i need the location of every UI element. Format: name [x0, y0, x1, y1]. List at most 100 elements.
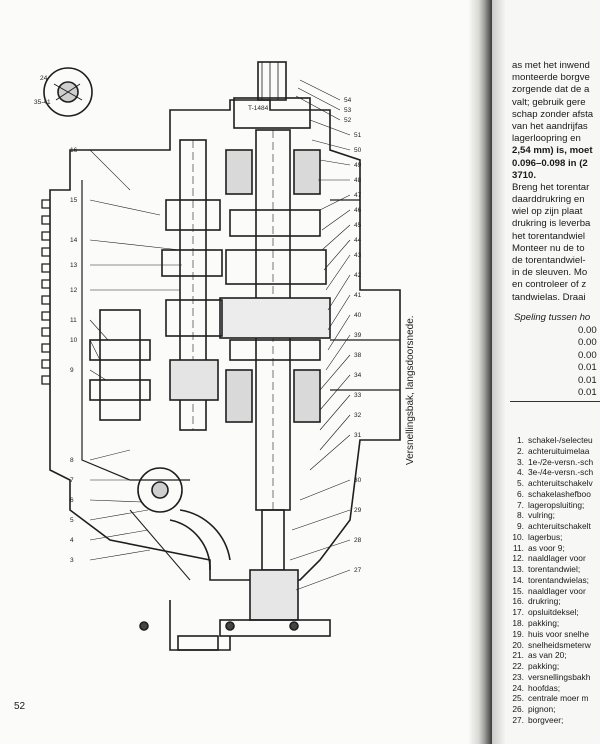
legend-item: 27.borgveer;	[510, 715, 600, 726]
body-text: as met het inwend monteerde borgve zorge…	[512, 60, 600, 304]
svg-text:31: 31	[354, 432, 362, 439]
legend-number: 3.	[517, 456, 524, 467]
clearance-value: 0.00	[578, 337, 597, 349]
svg-text:53: 53	[344, 107, 352, 114]
legend-number: 2.	[517, 445, 524, 456]
clearance-value: 0.00	[578, 349, 597, 361]
svg-text:41: 41	[354, 292, 362, 299]
page-shadow	[492, 0, 506, 744]
clearance-value: 0.01	[578, 387, 597, 399]
legend-item: 11. as voor 9;	[510, 543, 600, 554]
text-line: wiel op zijn plaat	[512, 206, 583, 218]
svg-text:40: 40	[354, 312, 362, 319]
svg-text:29: 29	[354, 507, 362, 514]
right-page: as met het inwend monteerde borgve zorge…	[492, 0, 600, 744]
legend-item: 18.pakking;	[510, 618, 600, 629]
text-line: drukring is leverba	[512, 218, 591, 230]
text-line: 3710.	[512, 169, 537, 181]
text-line: van het aandrijfas	[512, 120, 588, 132]
text-line: zorgende dat de a	[512, 84, 590, 96]
legend-item: 4.3e-/4e-versn.-sch	[510, 467, 600, 478]
text-line: 0.096–0.098 in (2	[512, 157, 588, 169]
clearance-values: 0.00 0.00 0.00 0.01 0.01 0.01	[578, 325, 597, 399]
legend-number: 25.	[512, 693, 524, 704]
svg-text:45: 45	[354, 222, 362, 229]
legend-text: torentandwielas;	[528, 574, 589, 585]
legend-text: schakelashefboo	[528, 488, 591, 499]
svg-text:30: 30	[354, 477, 362, 484]
text-line: de torentandwiel-	[512, 255, 586, 266]
svg-text:38: 38	[354, 352, 362, 359]
clearance-value: 0.01	[578, 374, 597, 386]
legend-item: 15.naaldlager voor	[510, 586, 600, 597]
legend-text: opsluitdeksel;	[528, 607, 579, 618]
legend-item: 26. pignon;	[510, 704, 600, 715]
svg-text:35-41: 35-41	[34, 99, 51, 106]
legend-item: 16.drukring;	[510, 596, 600, 607]
legend-text: naaldlager voor	[528, 553, 586, 564]
legend-number: 11.	[512, 542, 524, 553]
clearance-title: Speling tussen ho	[514, 312, 591, 323]
legend-text: pignon;	[528, 704, 556, 715]
svg-text:10: 10	[70, 337, 78, 344]
legend-number: 1.	[517, 435, 524, 445]
legend-number: 8.	[517, 510, 524, 521]
legend-item: 24.hoofdas;	[510, 683, 600, 694]
legend-number: 10.	[512, 531, 524, 542]
svg-text:43: 43	[354, 252, 362, 259]
legend-item: 20.snelheidsmeterw	[510, 640, 600, 651]
legend-text: snelheidsmeterw	[528, 639, 591, 650]
legend-item: 17. opsluitdeksel;	[510, 607, 600, 618]
svg-text:48: 48	[354, 177, 362, 184]
legend-number: 9.	[517, 521, 524, 532]
svg-text:3: 3	[70, 557, 74, 564]
legend-number: 22.	[512, 661, 524, 672]
legend-item: 5.achteruitschakelv	[510, 478, 600, 489]
legend-text: lagerbus;	[528, 531, 563, 542]
svg-text:15: 15	[70, 197, 78, 204]
legend-item: 23.versnellingsbakh	[510, 672, 600, 683]
svg-text:27: 27	[354, 567, 362, 574]
svg-text:9: 9	[70, 367, 74, 374]
text-line: in de sleuven. Mo	[512, 267, 588, 279]
legend-number: 18.	[512, 618, 524, 629]
legend-number: 21.	[512, 650, 524, 661]
parts-legend: 1.schakel-/selecteu 2.achteruituimelaa 3…	[510, 435, 600, 726]
svg-text:24: 24	[40, 75, 48, 82]
legend-text: as voor 9;	[528, 542, 565, 553]
legend-item: 21.as van 20;	[510, 650, 600, 661]
svg-text:5: 5	[70, 517, 74, 524]
legend-text: versnellingsbakh	[528, 671, 591, 682]
legend-number: 6.	[517, 488, 524, 499]
legend-number: 15.	[512, 585, 524, 596]
text-line: Breng het torentar	[512, 181, 590, 193]
svg-text:4: 4	[70, 537, 74, 544]
section-divider	[510, 401, 600, 402]
svg-text:12: 12	[70, 287, 78, 294]
svg-text:8: 8	[70, 457, 74, 464]
svg-text:42: 42	[354, 272, 362, 279]
legend-number: 26.	[512, 704, 524, 715]
legend-item: 13.torentandwiel;	[510, 564, 600, 575]
text-line: het torentandwiel	[512, 230, 586, 242]
legend-text: achteruituimelaa	[528, 445, 590, 456]
svg-text:T-1484: T-1484	[248, 105, 269, 112]
svg-text:33: 33	[354, 392, 362, 399]
book-gutter	[468, 0, 492, 744]
page-number: 52	[14, 701, 26, 712]
callout-labels: 54 53 52 51 50 49 48 47 46 45 44 43 42 4…	[34, 75, 362, 574]
text-line: 2,54 mm) is, moet	[512, 145, 593, 157]
legend-text: drukring;	[528, 596, 561, 607]
legend-item: 7. lageropsluiting;	[510, 500, 600, 511]
figure-caption: Versnellingsbak, langsdoorsnede.	[405, 315, 416, 465]
legend-number: 7.	[517, 499, 524, 510]
legend-number: 17.	[512, 607, 524, 618]
legend-text: lageropsluiting;	[528, 499, 585, 510]
svg-text:51: 51	[354, 132, 362, 139]
legend-text: hoofdas;	[528, 682, 561, 693]
legend-item: 2. achteruituimelaa	[510, 446, 600, 457]
legend-number: 14.	[512, 574, 524, 585]
left-page: 54 53 52 51 50 49 48 47 46 45 44 43 42 4…	[0, 0, 480, 744]
legend-item: 8.vulring;	[510, 510, 600, 521]
legend-item: 12.naaldlager voor	[510, 553, 600, 564]
